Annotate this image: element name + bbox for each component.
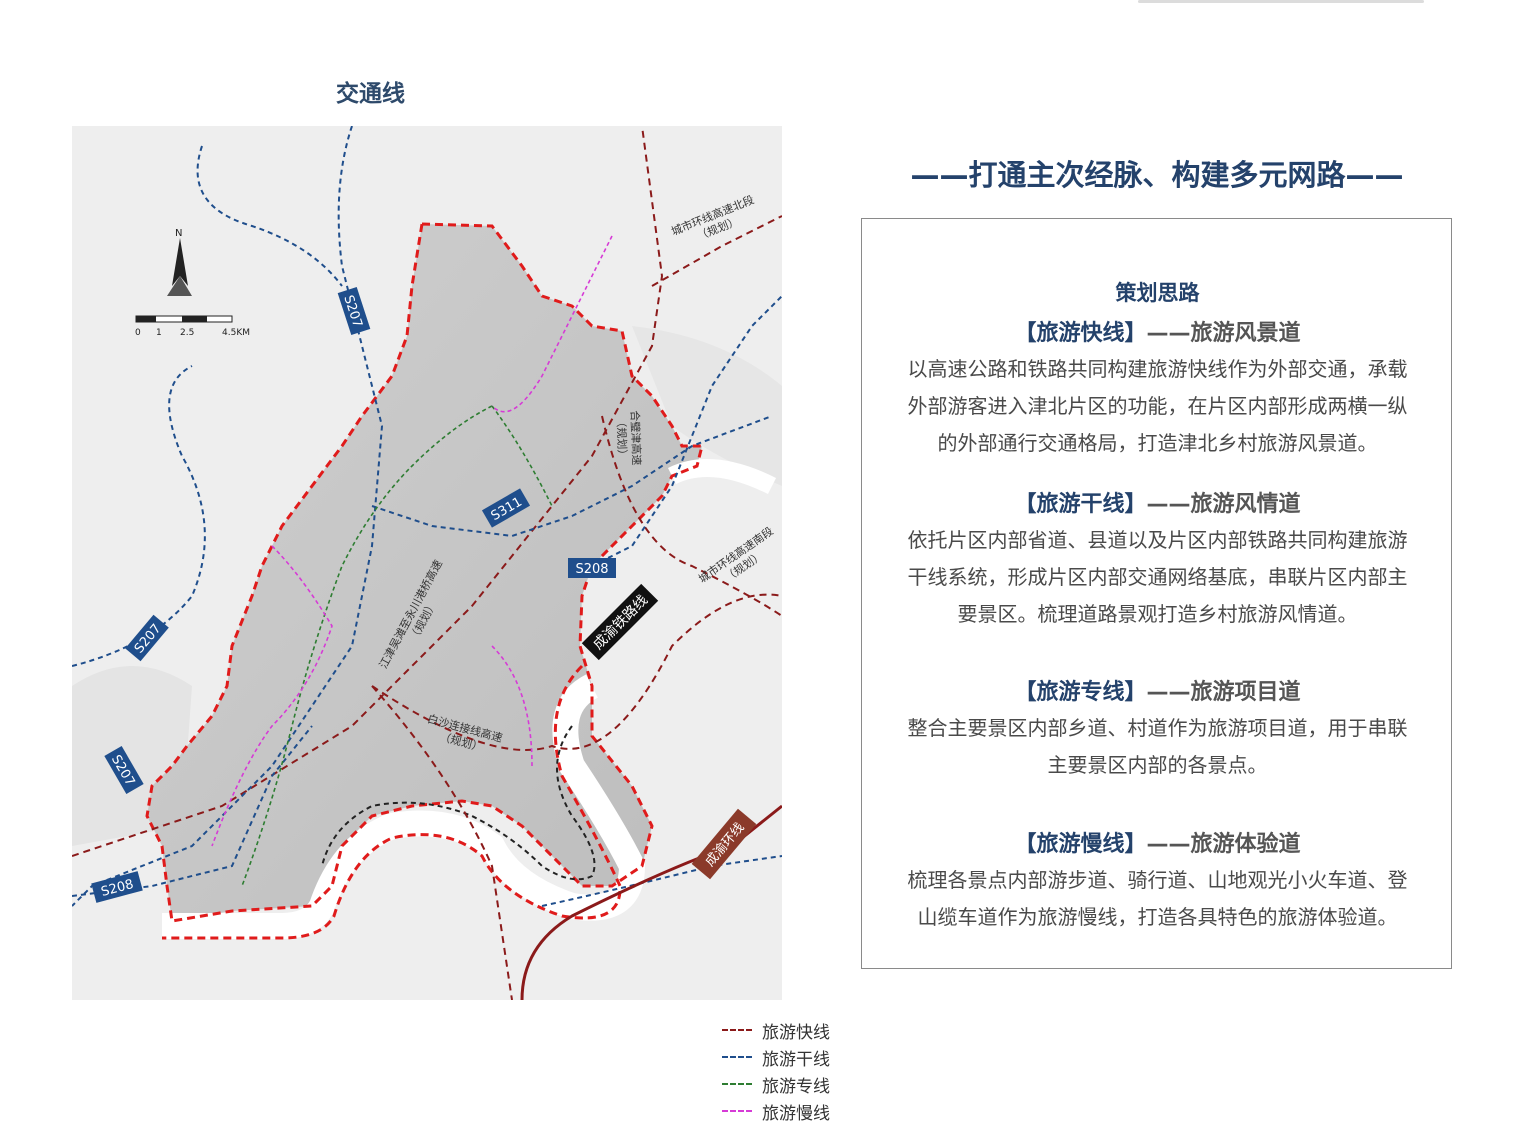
section-special-key: 【旅游专线】 [1014,680,1147,705]
legend-item-trunk: 旅游干线 [722,1045,842,1071]
legend-label-slow: 旅游慢线 [762,1104,830,1124]
trunk-line-s207 [72,126,384,907]
panel-title: 策划思路 [1115,281,1200,305]
trunk-line-north [196,145,343,287]
section-fast-body: 以高速公路和铁路共同构建旅游快线作为外部交通，承载外部游客进入津北片区的功能，在… [907,357,1408,455]
legend-item-fast: 旅游快线 [722,1018,842,1044]
fast-line-ring-north [651,215,782,287]
legend-swatch-fast [722,1029,752,1031]
shield-s208-left: S208 [91,871,143,903]
section-slow-heading: 【旅游慢线】——旅游体验道 [862,826,1453,858]
fast-line-baisha [371,685,513,1000]
scale-0: 0 [135,328,141,338]
legend-swatch-slow [722,1110,752,1112]
north-label: N [175,228,182,239]
legend-label-fast: 旅游快线 [762,1023,830,1043]
section-trunk-dash: ——旅游风情道 [1146,492,1301,517]
river-boundary [162,664,622,940]
scale-bar: 0 1 2.5 4.5KM [135,315,250,338]
river-east [667,459,777,495]
section-fast-heading: 【旅游快线】——旅游风景道 [862,315,1453,347]
label-hebi: 合璧津高速 （规划） [614,410,644,465]
legend-swatch-special [722,1083,752,1085]
section-special-body: 整合主要景区内部乡道、村道作为旅游项目道，用于串联主要景区内部的各景点。 [907,716,1408,777]
fast-line-hebi [601,415,782,617]
map-title: 交通线 [336,81,405,107]
section-fast-key: 【旅游快线】 [1014,321,1147,346]
section-trunk-heading: 【旅游干线】——旅游风情道 [862,486,1453,518]
trunk-line-s208 [591,295,782,567]
svg-text:（规划）: （规划） [614,416,630,460]
svg-text:合璧津高速: 合璧津高速 [628,410,644,465]
legend-label-trunk: 旅游干线 [762,1050,830,1070]
legend-item-slow: 旅游慢线 [722,1099,842,1125]
shield-s208-right: S208 [568,558,616,578]
fast-line-main [72,126,664,857]
slow-line-1 [491,235,613,413]
trunk-line-s311 [371,415,773,538]
study-boundary [145,222,704,923]
svg-text:S208: S208 [575,562,608,577]
slow-line-3 [491,645,533,767]
section-slow-key: 【旅游慢线】 [1014,832,1147,857]
map-svg: N 0 1 2.5 4.5KM S207 S207 S207 S311 [72,126,782,1000]
slogan: ——打通主次经脉、构建多元网路—— [910,158,1404,192]
planning-panel: 策划思路 【旅游快线】——旅游风景道 以高速公路和铁路共同构建旅游快线作为外部交… [861,218,1452,969]
top-bar [1138,0,1424,3]
section-slow-body: 梳理各景点内部游步道、骑行道、山地观光小火车道、登山缆车道作为旅游慢线，打造各具… [907,868,1408,929]
scale-3: 4.5KM [222,328,250,338]
scale-2: 2.5 [180,328,194,338]
section-trunk-body: 依托片区内部省道、县道以及片区内部铁路共同构建旅游干线系统，形成片区内部交通网络… [907,528,1408,626]
north-arrow-icon: N [167,228,192,296]
black-dashed-road [321,725,596,881]
legend-label-special: 旅游专线 [762,1077,830,1097]
special-line-1 [241,405,493,887]
section-special-dash: ——旅游项目道 [1146,680,1301,705]
terrain-shade-east [632,326,782,486]
section-special-heading: 【旅游专线】——旅游项目道 [862,674,1453,706]
section-trunk-key: 【旅游干线】 [1014,492,1147,517]
section-slow-dash: ——旅游体验道 [1146,832,1301,857]
legend-swatch-trunk [722,1056,752,1058]
map-area: N 0 1 2.5 4.5KM S207 S207 S207 S311 [72,126,830,1124]
legend-item-special: 旅游专线 [722,1072,842,1098]
slow-line-2 [211,545,333,847]
trunk-line-s208-west [72,725,313,897]
scale-1: 1 [156,328,162,338]
section-fast-dash: ——旅游风景道 [1146,321,1301,346]
fast-line-ring-south [371,593,782,751]
